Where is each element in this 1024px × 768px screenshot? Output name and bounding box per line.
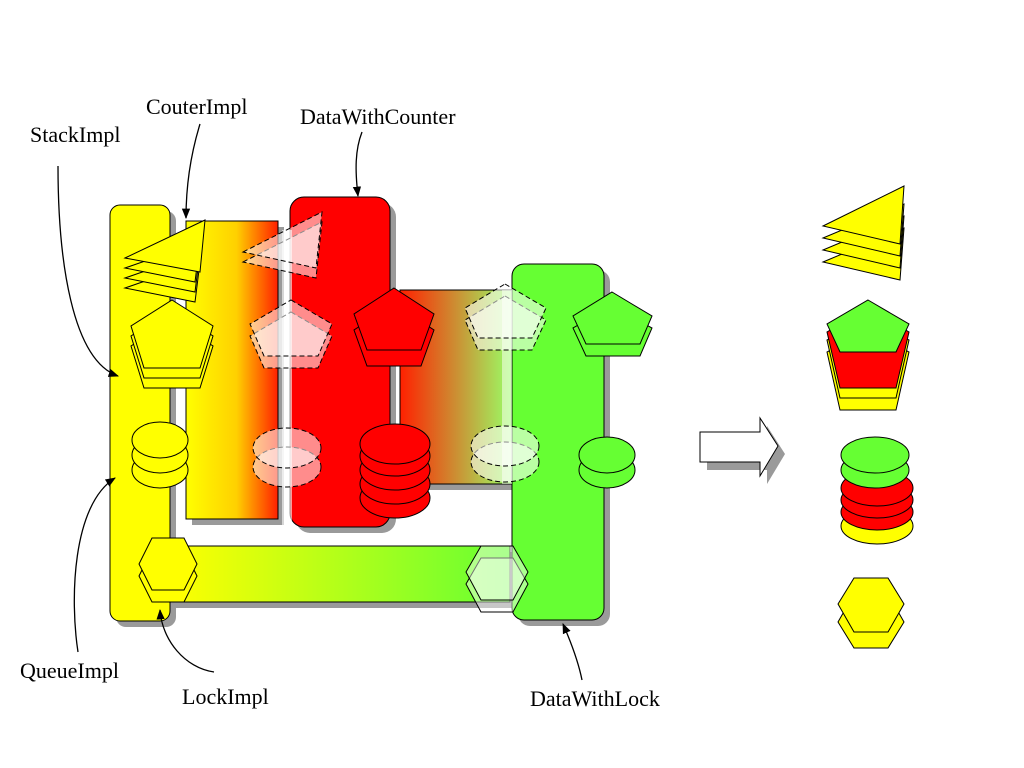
lock-connector-band	[169, 545, 516, 608]
ghost-hexagon-lock	[465, 545, 529, 613]
queue-impl-connector	[73, 477, 116, 653]
data-with-counter-connector	[352, 131, 363, 198]
label-stack-impl: StackImpl	[30, 122, 120, 147]
result-arrow	[699, 416, 785, 484]
ghost-ellipse-lock	[470, 425, 540, 483]
label-data-with-counter: DataWithCounter	[300, 104, 456, 129]
red-ellipse-shapes	[359, 423, 431, 519]
data-with-lock-bar	[511, 263, 610, 626]
ghost-ellipse-counter	[252, 427, 322, 488]
ghost-pentagon-lock	[464, 283, 547, 351]
lock-impl-connector	[156, 608, 215, 673]
stack-triangle-shapes	[123, 219, 206, 303]
result-hexagon-stack	[837, 577, 905, 649]
label-data-with-lock: DataWithLock	[530, 686, 660, 711]
result-triangle-stack	[821, 185, 905, 281]
ghost-triangle	[241, 211, 323, 279]
data-with-lock-connector	[562, 623, 583, 681]
result-ellipse-stack	[840, 436, 914, 545]
couter-impl-connector	[181, 123, 201, 220]
label-lock-impl: LockImpl	[182, 684, 269, 709]
counter-impl-band	[185, 220, 284, 525]
label-queue-impl: QueueImpl	[20, 658, 119, 683]
result-pentagon-stack	[826, 299, 910, 411]
label-connectors	[57, 123, 583, 681]
overlay-strip-2	[502, 290, 512, 484]
stack-impl-connector	[57, 165, 119, 377]
yellow-ellipse-shapes	[131, 421, 189, 489]
label-couter-impl: CouterImpl	[146, 94, 247, 119]
red-pentagon-shapes	[353, 287, 435, 367]
overlay-strip	[282, 230, 292, 528]
queue-pentagon-shapes	[130, 299, 214, 389]
green-pentagon-shapes	[572, 291, 653, 357]
lock-hexagon-shapes	[138, 537, 198, 603]
ghost-pentagon-counter	[249, 299, 333, 369]
green-ellipse-shapes	[578, 436, 636, 489]
